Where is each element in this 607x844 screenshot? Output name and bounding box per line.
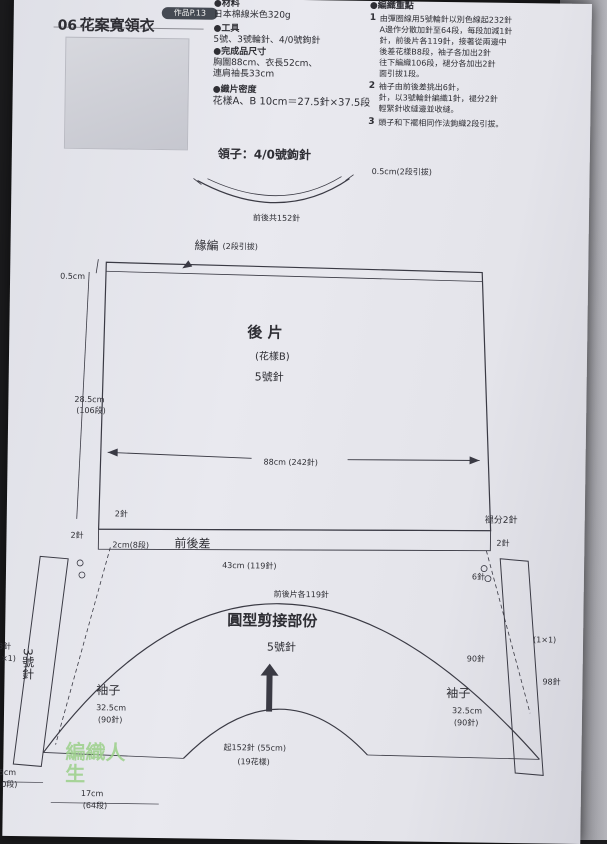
back-panel-pattern: (花樣B) (254, 351, 290, 363)
collar-right-tick (345, 174, 354, 181)
yoke-inner-arc (182, 708, 368, 759)
back-panel-outline (97, 261, 492, 532)
left-cuff-rows: (10段) (0, 779, 18, 790)
cuff-width-dim (3, 781, 44, 783)
yoke-dashed-right (485, 550, 531, 714)
right-cuff-stitches: 98針 (542, 677, 561, 687)
right-sleeve-stitches: (90針) (453, 718, 479, 728)
back-panel-needle: 5號針 (254, 370, 284, 384)
height-dim-line (76, 272, 90, 519)
left-cuff-rib: (1×1) (0, 653, 16, 664)
back-panel-height-rows: (106段) (76, 405, 106, 416)
collar-stitches: 前後共152針 (252, 213, 301, 223)
left-cuff-outline (12, 555, 69, 767)
left-joint-marker-2 (78, 571, 86, 579)
left-sleeve-label: 袖子 (96, 683, 121, 698)
gusset-width: 43cm (119針) (222, 560, 277, 571)
collar-inner-curve (207, 176, 342, 197)
top-width-dim (50, 802, 159, 805)
yoke-repeats: (19花樣) (237, 757, 270, 767)
gusset-right-stitches: 2針 (496, 538, 510, 548)
collar-depth: 0.5cm(2段引拔) (371, 166, 432, 177)
left-cuff-stitches: 98針 (0, 641, 12, 651)
back-panel-height: 28.5cm (74, 394, 105, 405)
gusset-label: 前後差 (174, 536, 211, 551)
yoke-direction-arrow (260, 663, 279, 712)
edge-band-height: 0.5cm (60, 271, 86, 281)
gusset-each-panel: 前後片各119針 (273, 589, 330, 600)
right-joint-marker-1 (480, 565, 488, 572)
right-sleeve-pick: 90針 (466, 654, 486, 664)
yoke-needle: 5號針 (266, 640, 297, 654)
right-joint-marker-2 (484, 575, 492, 583)
back-panel-width: 88cm (242針) (263, 457, 319, 468)
left-sleeve-top-width: 17cm (80, 788, 104, 799)
yoke-right-base (367, 754, 540, 760)
yoke-title: 圓型剪接部份 (227, 611, 318, 631)
width-arrow-right (347, 459, 480, 461)
edge-band-detail: (2段引拔) (222, 241, 258, 252)
right-sleeve-label: 袖子 (446, 686, 471, 701)
gusset-height: 2cm(8段) (112, 540, 150, 550)
left-joint-marker-1 (76, 559, 84, 567)
body-left-increase: 2針 (114, 509, 128, 519)
right-sleeve-length: 32.5cm (452, 706, 483, 716)
collar-title: 領子：4/0號鉤針 (217, 146, 312, 163)
left-cuff-height: 2.5cm (0, 767, 17, 778)
width-arrow-left (107, 451, 252, 459)
left-sleeve-length: 32.5cm (96, 703, 127, 713)
gusset-right-pick: 6針 (471, 572, 486, 582)
yoke-left-base (43, 752, 184, 759)
yoke-outer-arc (42, 603, 540, 760)
gusset-left-stitches: 2針 (70, 530, 84, 540)
left-sleeve-top-rows: (64段) (82, 801, 108, 811)
edge-pointer-arrow (182, 260, 193, 269)
width-arrowhead-left (107, 448, 118, 457)
yoke-start: 起152針 (55cm) (223, 742, 287, 753)
site-watermark: 編織人生 (65, 739, 126, 787)
pattern-page: 作品P.13 06 花案寬領衣 ●材料 日本棉線米色320g ●工具 5號、3號… (0, 0, 592, 844)
width-arrowhead-right (469, 456, 480, 465)
pattern-diagram (3, 174, 544, 805)
body-right-increase: 褪分2針 (484, 515, 518, 527)
edge-dim-line (95, 259, 99, 274)
right-cuff-rib: (1×1) (533, 635, 557, 645)
collar-outer-curve (197, 178, 350, 204)
left-sleeve-stitches: (90針) (97, 715, 123, 725)
back-panel-title: 後 片 (247, 323, 283, 342)
edge-band-label: 緣編 (194, 238, 219, 253)
left-cuff-needle: 3號針 (20, 648, 35, 680)
collar-left-tick (193, 178, 202, 185)
edge-band-line (106, 270, 483, 282)
yoke-dashed-left (55, 547, 111, 745)
gusset-outline (97, 528, 492, 552)
right-cuff-outline (499, 558, 544, 776)
